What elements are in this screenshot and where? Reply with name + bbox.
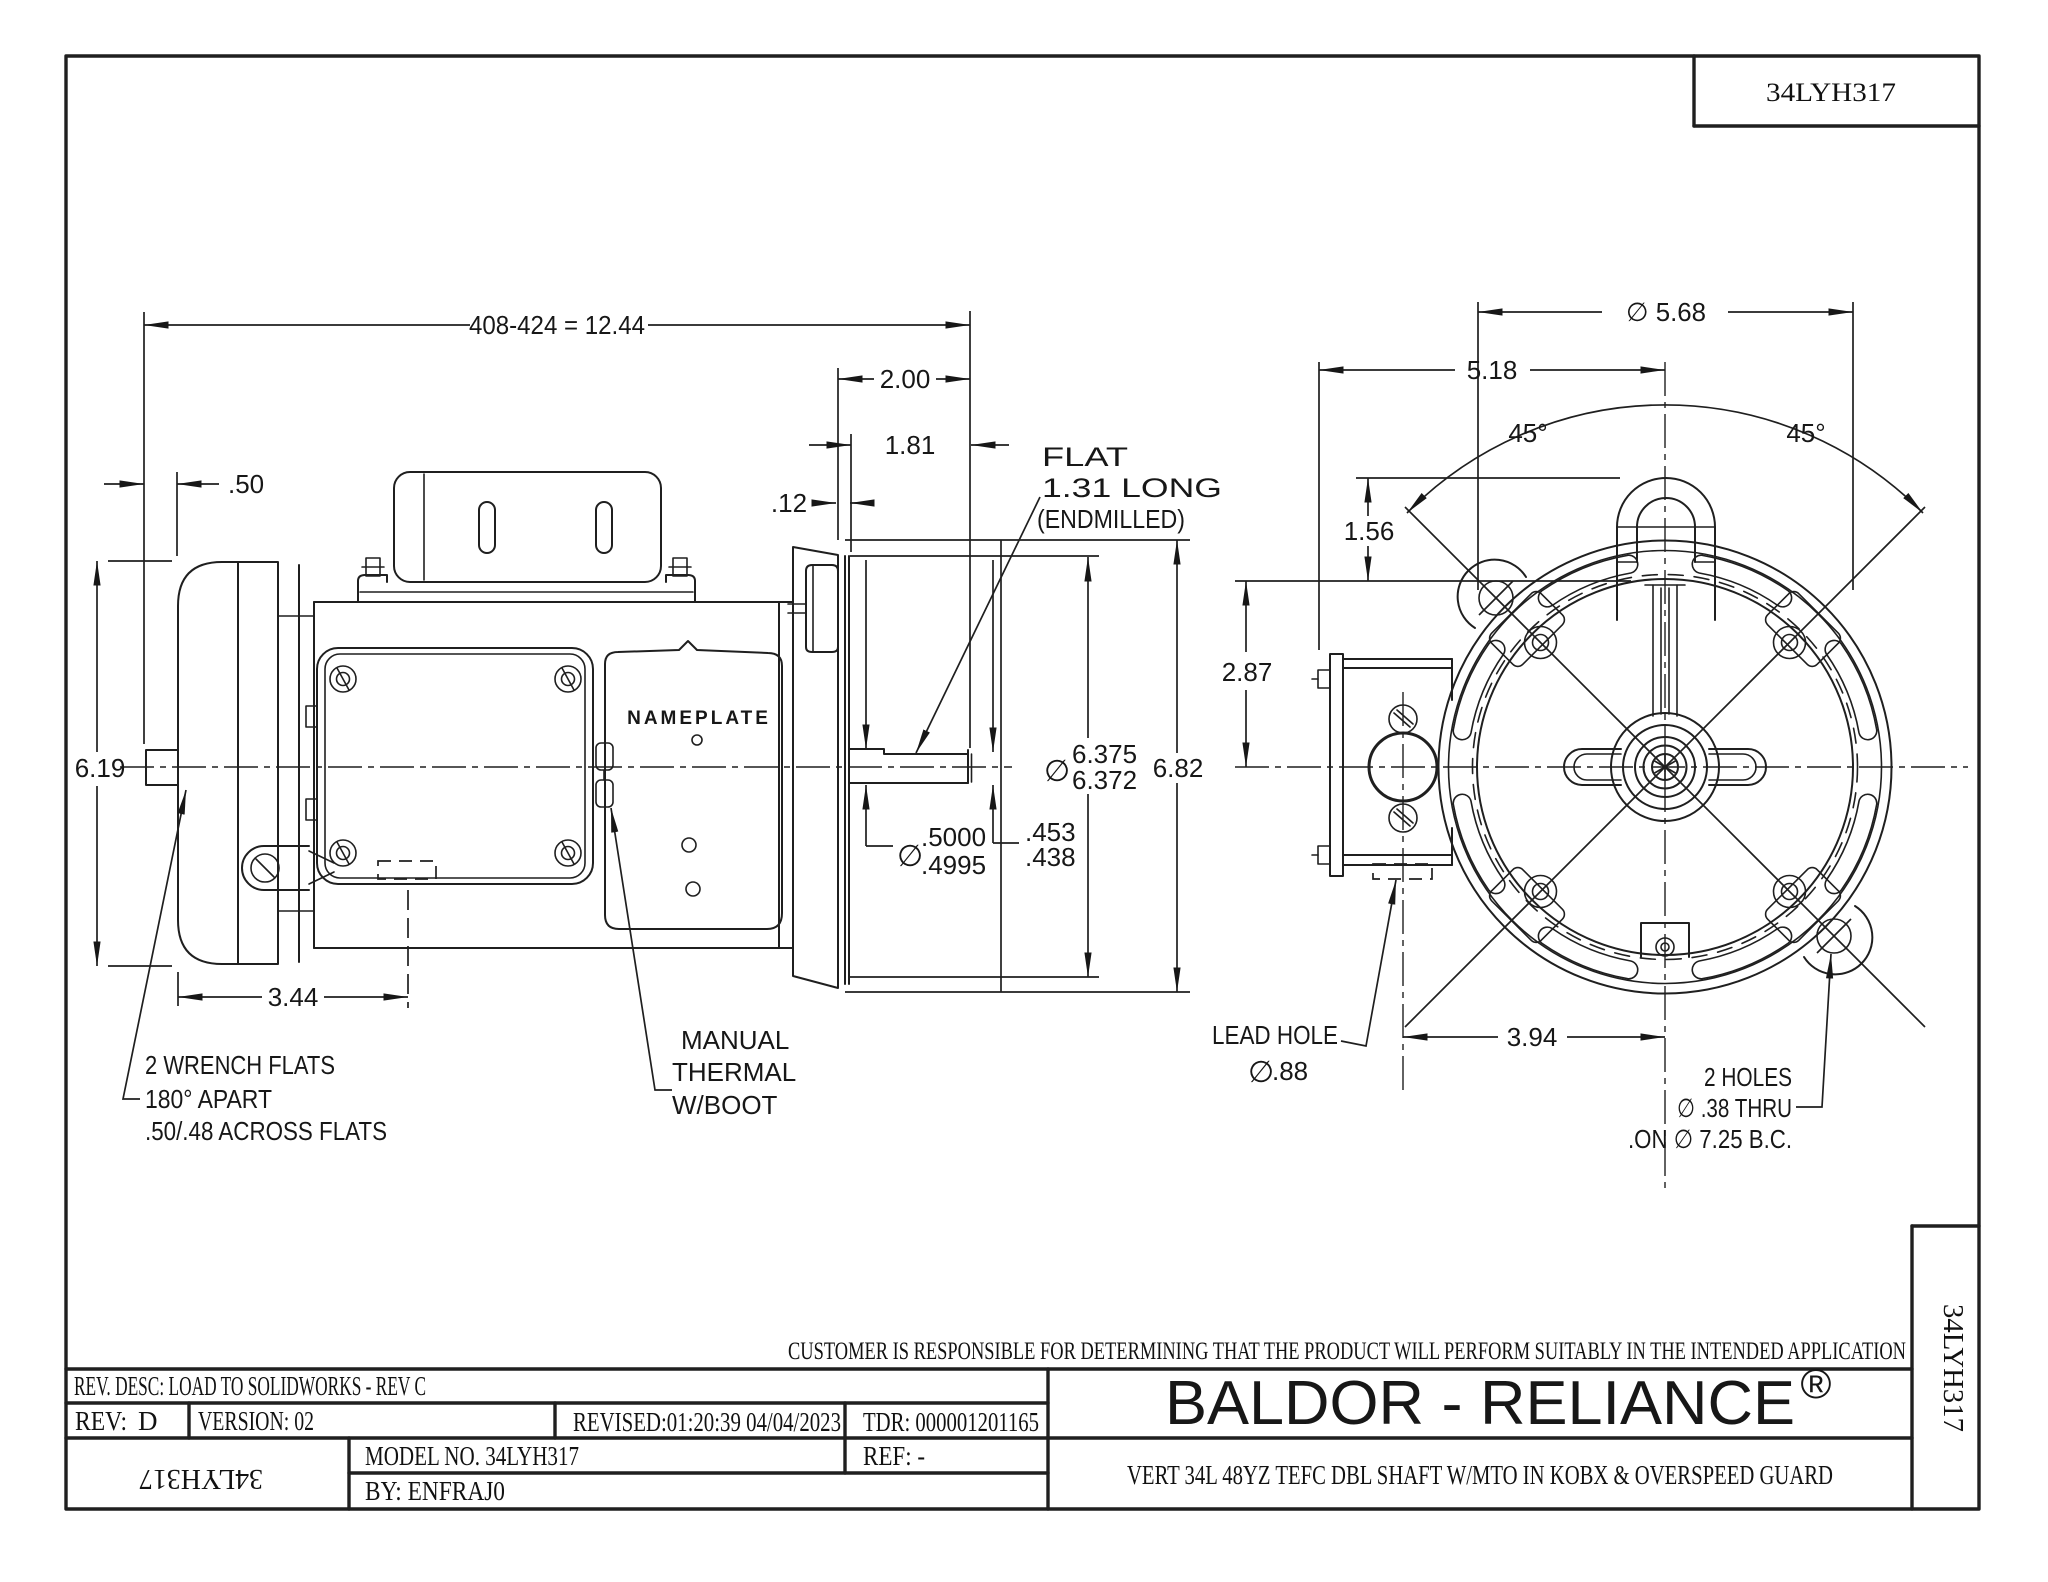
svg-text:TDR: 000001201165: TDR: 000001201165	[863, 1407, 1039, 1437]
svg-text:LEAD HOLE: LEAD HOLE	[1212, 1020, 1338, 1050]
svg-text:1.31 LONG: 1.31 LONG	[1042, 473, 1222, 503]
svg-text:.5000: .5000	[921, 822, 986, 852]
svg-text:MODEL NO. 34LYH317: MODEL NO. 34LYH317	[365, 1441, 579, 1471]
svg-text:BY: ENFRAJ0: BY: ENFRAJ0	[365, 1476, 505, 1506]
svg-text:REF: -: REF: -	[863, 1441, 925, 1471]
svg-text:REVISED:01:20:39 04/04/2023: REVISED:01:20:39 04/04/2023	[573, 1407, 841, 1437]
svg-text:.ON ∅ 7.25 B.C.: .ON ∅ 7.25 B.C.	[1628, 1124, 1792, 1154]
svg-text:2.87: 2.87	[1222, 657, 1273, 687]
svg-text:VERT 34L 48YZ TEFC DBL SHAFT W: VERT 34L 48YZ TEFC DBL SHAFT W/MTO IN KO…	[1127, 1460, 1833, 1490]
svg-text:5.18: 5.18	[1467, 355, 1518, 385]
svg-text:34LYH317: 34LYH317	[139, 1463, 263, 1494]
svg-text:1.56: 1.56	[1344, 516, 1395, 546]
svg-text:THERMAL: THERMAL	[672, 1057, 796, 1087]
svg-text:®: ®	[1801, 1360, 1832, 1407]
svg-text:REV:: REV:	[75, 1406, 127, 1436]
svg-text:.50: .50	[228, 469, 264, 499]
svg-text:6.375: 6.375	[1072, 739, 1137, 769]
svg-text:REV. DESC: LOAD TO SOLIDWORKS: REV. DESC: LOAD TO SOLIDWORKS - REV C	[74, 1371, 426, 1401]
svg-text:FLAT: FLAT	[1042, 442, 1128, 472]
svg-text:6.82: 6.82	[1153, 753, 1204, 783]
svg-text:2 WRENCH FLATS: 2 WRENCH FLATS	[145, 1050, 335, 1080]
svg-text:2 HOLES: 2 HOLES	[1704, 1062, 1792, 1092]
svg-text:∅ 5.68: ∅ 5.68	[1626, 297, 1706, 327]
svg-text:W/BOOT: W/BOOT	[672, 1090, 778, 1120]
svg-text:.50/.48 ACROSS FLATS: .50/.48 ACROSS FLATS	[145, 1116, 387, 1146]
svg-text:45°: 45°	[1508, 418, 1547, 448]
svg-text:∅: ∅	[1248, 1056, 1274, 1089]
svg-text:CUSTOMER IS RESPONSIBLE FOR DE: CUSTOMER IS RESPONSIBLE FOR DETERMINING …	[788, 1338, 1906, 1365]
svg-text:BALDOR - RELIANCE: BALDOR - RELIANCE	[1165, 1369, 1795, 1438]
svg-text:MANUAL: MANUAL	[681, 1025, 789, 1055]
svg-text:VERSION: 02: VERSION: 02	[198, 1406, 314, 1436]
svg-text:(ENDMILLED): (ENDMILLED)	[1037, 504, 1185, 534]
svg-text:408-424 = 12.44: 408-424 = 12.44	[469, 310, 645, 340]
svg-text:1.81: 1.81	[885, 430, 936, 460]
svg-text:∅: ∅	[1044, 755, 1070, 788]
svg-text:3.44: 3.44	[268, 982, 319, 1012]
svg-text:3.94: 3.94	[1507, 1022, 1558, 1052]
svg-text:.12: .12	[771, 488, 807, 518]
svg-text:34LYH317: 34LYH317	[1937, 1304, 1968, 1432]
svg-text:D: D	[138, 1406, 158, 1436]
svg-text:180° APART: 180° APART	[145, 1084, 272, 1114]
svg-text:∅ .38 THRU: ∅ .38 THRU	[1677, 1093, 1792, 1123]
svg-text:NAMEPLATE: NAMEPLATE	[627, 708, 771, 729]
svg-text:6.372: 6.372	[1072, 765, 1137, 795]
svg-text:.4995: .4995	[921, 850, 986, 880]
svg-text:45°: 45°	[1786, 418, 1825, 448]
svg-text:.453: .453	[1025, 817, 1076, 847]
svg-text:.438: .438	[1025, 842, 1076, 872]
svg-text:2.00: 2.00	[880, 364, 931, 394]
svg-text:6.19: 6.19	[75, 753, 126, 783]
svg-text:34LYH317: 34LYH317	[1766, 78, 1896, 107]
svg-text:.88: .88	[1272, 1056, 1308, 1086]
svg-text:∅: ∅	[897, 840, 923, 873]
